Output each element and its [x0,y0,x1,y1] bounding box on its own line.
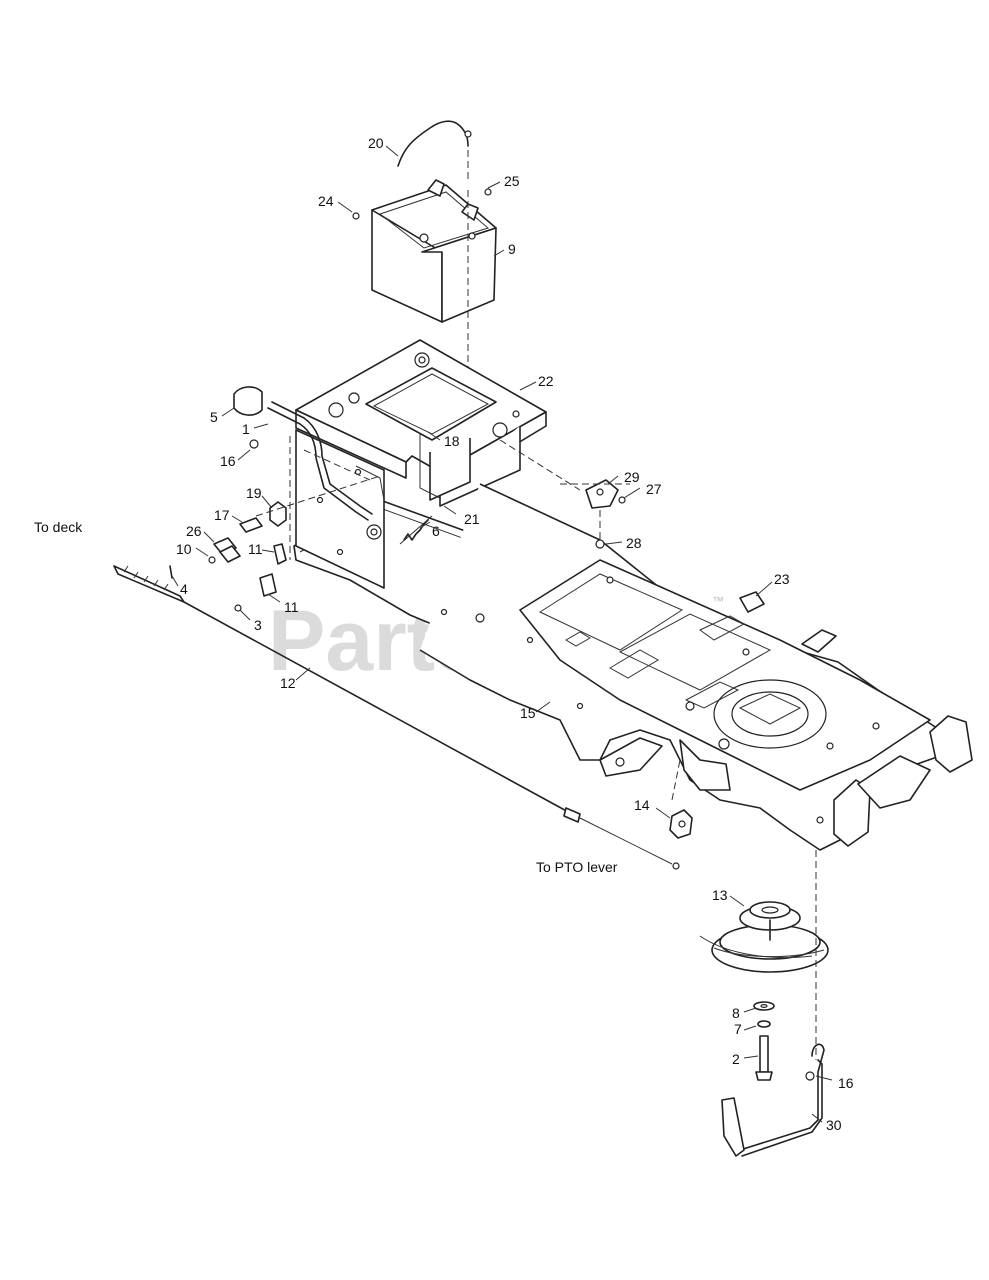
callout-17: 17 [214,507,230,523]
callout-16-lower: 16 [838,1075,854,1091]
callout-20: 20 [368,135,384,151]
callout-16-upper: 16 [220,453,236,469]
spring [399,515,433,545]
callout-7: 7 [734,1021,742,1037]
cable-bracket [669,809,693,839]
callout-26: 26 [186,523,202,539]
callout-27: 27 [646,481,662,497]
callout-21: 21 [464,511,480,527]
battery-cable [397,120,472,180]
callout-28: 28 [626,535,642,551]
note-to-pto-lever: To PTO lever [536,859,618,875]
callout-labels: 20 24 25 9 22 5 1 16 18 19 17 26 10 11 4… [176,135,854,1133]
callout-23: 23 [774,571,790,587]
callout-25: 25 [504,173,520,189]
callout-3: 3 [254,617,262,633]
callout-19: 19 [246,485,262,501]
callout-2: 2 [732,1051,740,1067]
callout-12: 12 [280,675,296,691]
callout-15: 15 [520,705,536,721]
callout-9: 9 [508,241,516,257]
callout-30: 30 [826,1117,842,1133]
callout-4: 4 [180,581,188,597]
callout-6: 6 [432,523,440,539]
callout-5: 5 [210,409,218,425]
note-to-deck: To deck [34,519,83,535]
callout-24: 24 [318,193,334,209]
callout-1: 1 [242,421,250,437]
side-bracket [295,429,385,589]
assembly-guides [255,430,681,801]
watermark-trademark: ™ [712,594,724,608]
pulley-hardware [753,1001,775,1081]
callout-10: 10 [176,541,192,557]
leader-lines [171,145,833,1123]
pulley [699,901,829,973]
pto-handle [233,386,373,521]
callout-22: 22 [538,373,554,389]
callout-11-lower: 11 [284,599,299,615]
main-frame [293,483,973,851]
callout-18: 18 [444,433,460,449]
battery-tray [295,339,547,507]
pto-cable [113,565,680,870]
callout-29: 29 [624,469,640,485]
callout-8: 8 [732,1005,740,1021]
callout-11-upper: 11 [248,541,263,557]
small-hardware [169,439,765,613]
battery [352,179,497,400]
lift-rod [721,850,825,1157]
callout-13: 13 [712,887,728,903]
callout-14: 14 [634,797,650,813]
